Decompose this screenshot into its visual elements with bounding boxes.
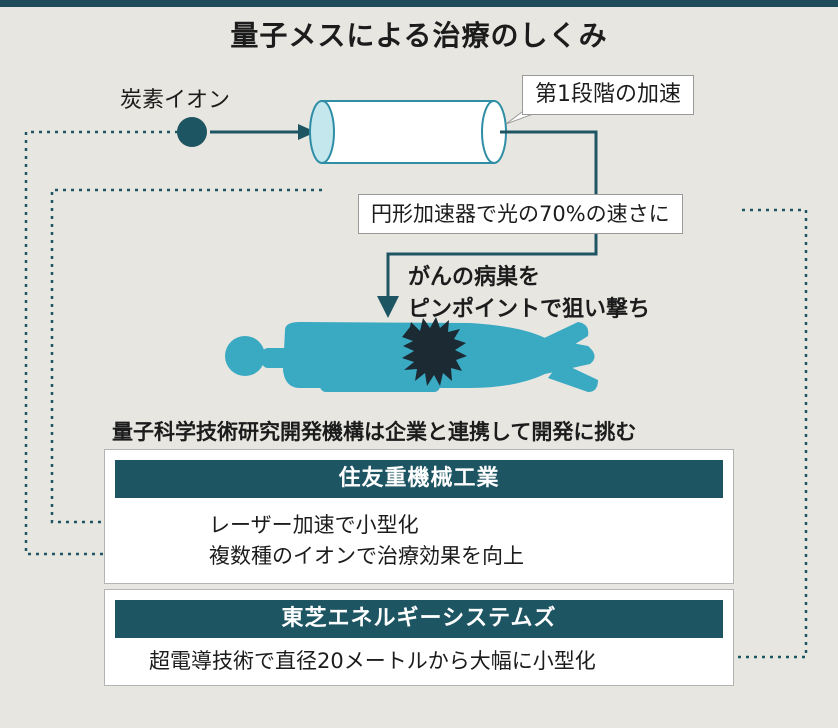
company-header-toshiba: 東芝エネルギーシステムズ (115, 600, 723, 638)
beam-down-arrow-icon (377, 296, 399, 318)
circular-accelerator-label: 円形加速器で光の70%の速さに (358, 194, 683, 234)
accelerator-tube-left-end (309, 100, 335, 164)
accelerator-tube-body (321, 100, 495, 164)
page-title: 量子メスによる治療のしくみ (230, 19, 608, 52)
carbon-ion-icon (177, 117, 207, 147)
organization-caption: 量子科学技術研究開発機構は企業と連携して開発に挑む (112, 420, 637, 444)
cancer-target-burst-icon (402, 317, 467, 386)
company-header-sumitomo: 住友重機械工業 (115, 460, 723, 498)
carbon-ion-label: 炭素イオン (120, 88, 231, 113)
beam-path (386, 130, 598, 298)
company-panel-sumitomo: 住友重機械工業 レーザー加速で小型化 複数種のイオンで治療効果を向上 (104, 449, 734, 584)
list-item-superconducting: 超電導技術で直径20メートルから大幅に小型化 (149, 649, 596, 673)
list-item-multi-ion: 複数種のイオンで治療効果を向上 (209, 544, 524, 568)
connector-circular-to-superconducting (712, 208, 808, 659)
target-caption-line1: がんの病巣を (408, 265, 541, 290)
list-item-laser-acceleration: レーザー加速で小型化 (209, 513, 419, 537)
target-caption: がんの病巣を ピンポイントで狙い撃ち (408, 262, 650, 326)
company-panel-toshiba: 東芝エネルギーシステムズ 超電導技術で直径20メートルから大幅に小型化 (104, 589, 734, 686)
target-caption-line2: ピンポイントで狙い撃ち (408, 297, 651, 322)
beam-arrow-head-icon (298, 124, 316, 140)
stage1-acceleration-label: 第1段階の加速 (522, 75, 694, 115)
top-accent-bar (0, 0, 838, 7)
